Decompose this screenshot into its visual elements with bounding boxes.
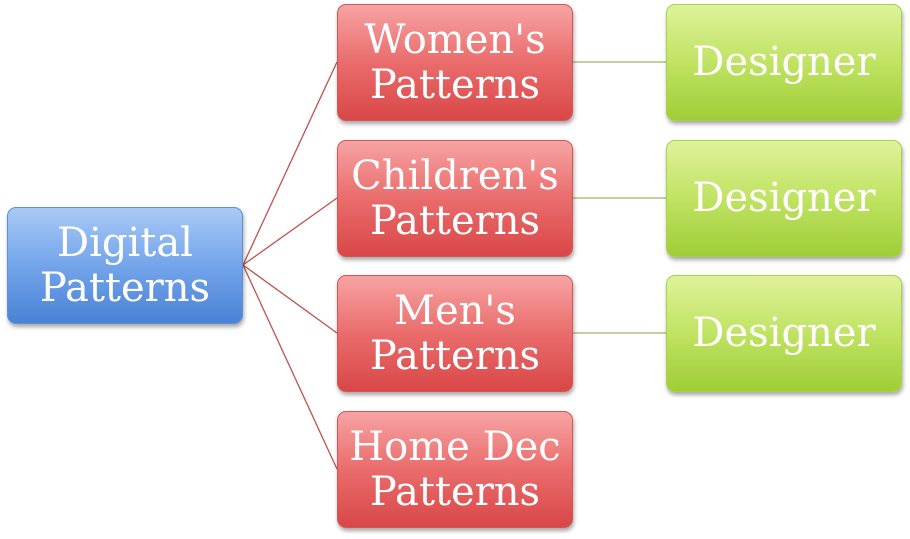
category-node-mens-patterns: Men's Patterns	[337, 275, 573, 392]
designer-node-mens: Designer	[666, 275, 902, 392]
category-node-childrens-patterns: Children's Patterns	[337, 140, 573, 257]
connector-root-children	[242, 197, 338, 266]
designer-node-childrens: Designer	[666, 140, 902, 257]
category-node-home-dec-patterns: Home Dec Patterns	[337, 411, 573, 528]
root-node-digital-patterns: Digital Patterns	[7, 207, 243, 324]
connector-root-men	[242, 264, 338, 334]
connector-root-women	[242, 61, 338, 266]
designer-node-womens: Designer	[666, 4, 902, 121]
connector-root-homedec	[242, 264, 338, 470]
category-node-womens-patterns: Women's Patterns	[337, 4, 573, 121]
